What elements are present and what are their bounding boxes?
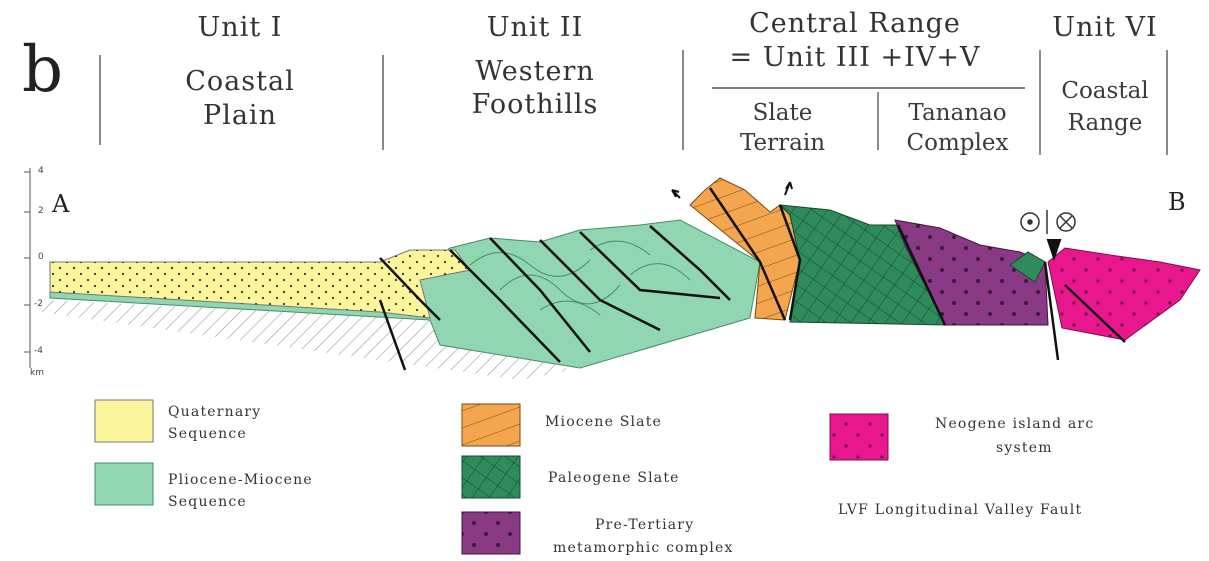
legend-swatch-quaternary <box>95 400 153 442</box>
legend-neogene-line1: Neogene island arc <box>935 414 1094 434</box>
depth-axis <box>24 168 30 368</box>
section-end-label: B <box>1168 188 1186 216</box>
legend-pre-tertiary-line1: Pre-Tertiary <box>595 515 694 535</box>
legend-pattern-neogene <box>830 414 888 460</box>
legend-swatch-pliocene <box>95 463 153 505</box>
section-start-label: A <box>52 190 69 218</box>
motion-symbols <box>1021 210 1075 234</box>
legend-miocene-slate: Miocene Slate <box>545 412 662 432</box>
depth-tick-minus-2: -2 <box>34 299 43 309</box>
depth-unit: km <box>30 368 44 378</box>
depth-tick-minus-4: -4 <box>34 346 43 356</box>
legend-pattern-pre-tertiary <box>462 512 520 554</box>
legend-lvf: LVF Longitudinal Valley Fault <box>838 500 1082 520</box>
depth-tick-2: 2 <box>38 206 44 216</box>
depth-tick-4: 4 <box>38 166 44 176</box>
legend-quaternary-line1: Quaternary <box>168 402 261 422</box>
legend-pliocene-line1: Pliocene-Miocene <box>168 470 313 490</box>
neogene-island-arc-dots <box>1048 248 1200 340</box>
legend-neogene-line2: system <box>996 438 1053 458</box>
depth-tick-0: 0 <box>38 252 44 262</box>
legend-pattern-paleogene-slate <box>462 456 520 498</box>
legend-quaternary-line2: Sequence <box>168 424 247 444</box>
legend-paleogene-slate: Paleogene Slate <box>548 468 680 488</box>
header-dividers <box>100 50 1167 155</box>
legend-pliocene-line2: Sequence <box>168 492 247 512</box>
legend-pattern-miocene-slate <box>462 404 520 446</box>
legend-pre-tertiary-line2: metamorphic complex <box>553 538 734 558</box>
